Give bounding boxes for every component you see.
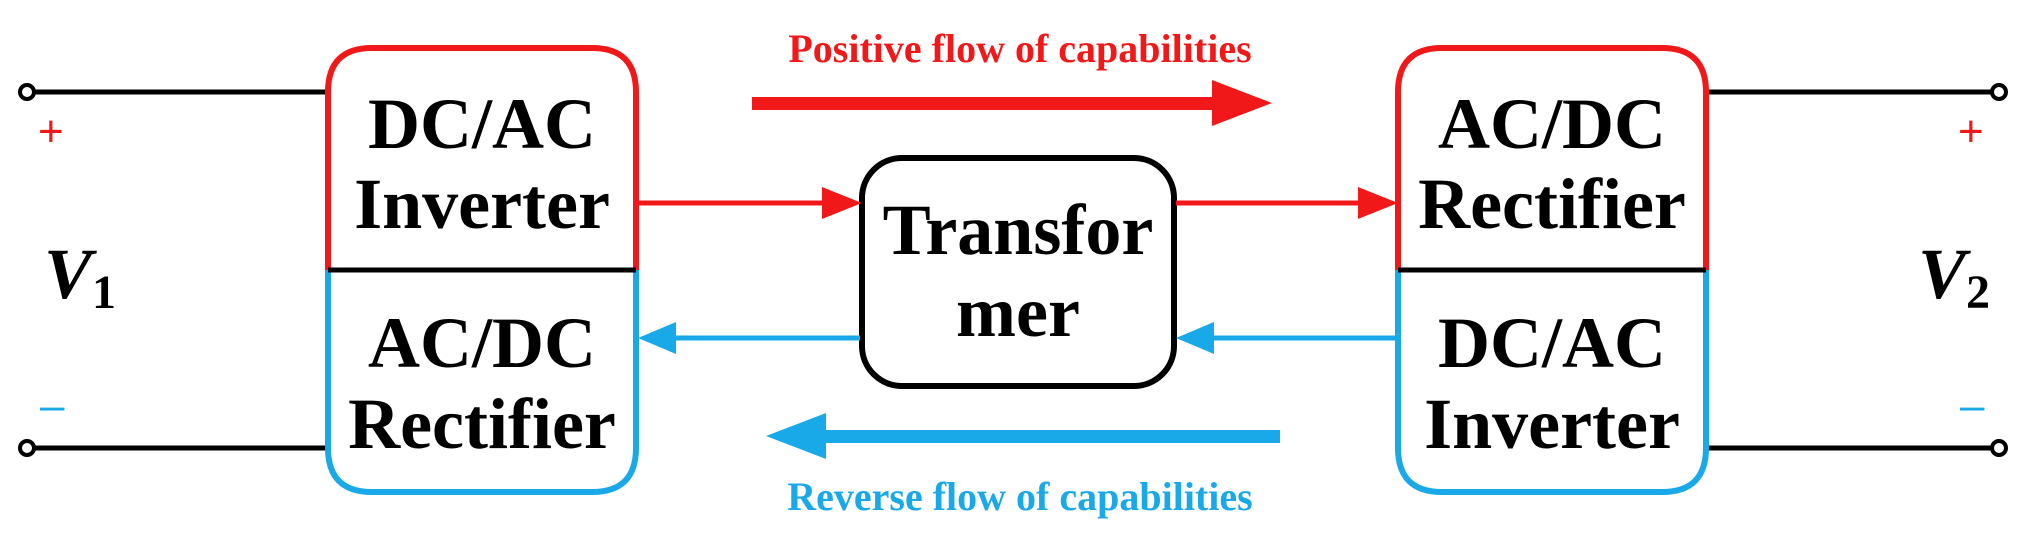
transformer-label-1: Transfor: [883, 190, 1154, 270]
right-block-top-border: [1395, 45, 1709, 270]
red-link-right-arrowhead: [1358, 187, 1398, 219]
left-top-label-1: DC/AC: [368, 84, 596, 164]
left-bottom-label-1: AC/DC: [368, 303, 596, 383]
right-minus-sign: –: [1960, 381, 1985, 430]
right-converter-block: AC/DC Rectifier DC/AC Inverter: [1395, 45, 1709, 495]
left-top-terminal: [18, 83, 36, 101]
positive-flow-arrow-shaft: [752, 97, 1220, 110]
right-block-bottom-border: [1395, 270, 1709, 495]
blue-link-right-arrowhead: [1176, 322, 1214, 354]
left-voltage-label: V1: [44, 234, 116, 319]
red-link-left-arrowhead: [822, 187, 862, 219]
right-top-label-1: AC/DC: [1438, 84, 1666, 164]
right-bottom-label-2: Inverter: [1424, 384, 1680, 464]
left-bottom-terminal: [18, 439, 36, 457]
right-top-terminal: [1990, 83, 2008, 101]
left-plus-sign: +: [38, 107, 64, 156]
left-bottom-label-2: Rectifier: [348, 384, 616, 464]
right-voltage-label: V2: [1918, 234, 1990, 319]
left-minus-sign: –: [40, 381, 65, 430]
right-bottom-terminal: [1990, 439, 2008, 457]
blue-link-left-arrowhead: [638, 322, 676, 354]
right-bottom-label-1: DC/AC: [1438, 303, 1666, 383]
left-top-label-2: Inverter: [354, 164, 610, 244]
left-block-bottom-border: [325, 270, 639, 495]
reverse-flow-arrowhead: [766, 413, 826, 459]
positive-flow-label: Positive flow of capabilities: [788, 26, 1251, 71]
reverse-flow-arrow-shaft: [818, 430, 1280, 443]
positive-flow-arrowhead: [1212, 80, 1272, 126]
transformer-block: Transfor mer: [859, 155, 1177, 389]
left-block-top-border: [325, 45, 639, 270]
left-converter-block: DC/AC Inverter AC/DC Rectifier: [325, 45, 639, 495]
reverse-flow-label: Reverse flow of capabilities: [787, 474, 1252, 519]
transformer-border: [859, 155, 1177, 389]
right-top-label-2: Rectifier: [1418, 164, 1686, 244]
right-plus-sign: +: [1958, 107, 1984, 156]
transformer-label-2: mer: [956, 272, 1080, 352]
